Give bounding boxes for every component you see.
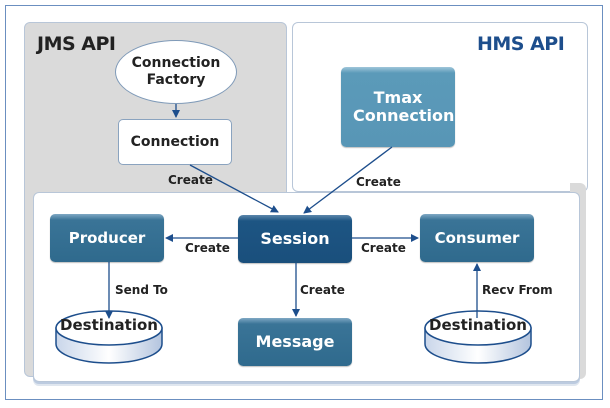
tmax-connection-label: Tmax Connection	[353, 88, 455, 125]
consumer-node: Consumer	[420, 214, 534, 262]
edge-label-connection-create: Create	[168, 173, 213, 187]
producer-node: Producer	[50, 214, 164, 262]
edge-tmax-to-session	[303, 146, 393, 214]
connection-node: Connection	[118, 119, 232, 165]
edge-label-recv-from: Recv From	[482, 283, 553, 297]
edge-label-consumer-create: Create	[361, 241, 406, 255]
edge-label-producer-create: Create	[185, 241, 230, 255]
cylinder-icon	[424, 310, 532, 364]
destination-recv-node: Destination	[423, 308, 533, 366]
edge-connection-to-session	[189, 164, 279, 213]
jms-api-title: JMS API	[37, 33, 116, 55]
hms-api-title: HMS API	[477, 33, 565, 55]
edge-label-tmax-create: Create	[356, 175, 401, 189]
destination-recv-label: Destination	[429, 316, 527, 334]
edge-label-send-to: Send To	[115, 283, 168, 297]
destination-send-node: Destination	[54, 308, 164, 366]
tmax-connection-node: Tmax Connection	[341, 67, 455, 147]
connection-factory-node: Connection Factory	[115, 40, 237, 104]
edge-label-message-create: Create	[300, 283, 345, 297]
connection-factory-label: Connection Factory	[131, 55, 221, 88]
message-node: Message	[238, 318, 352, 366]
cylinder-icon	[55, 310, 163, 364]
session-node: Session	[238, 215, 352, 263]
destination-send-label: Destination	[60, 316, 158, 334]
